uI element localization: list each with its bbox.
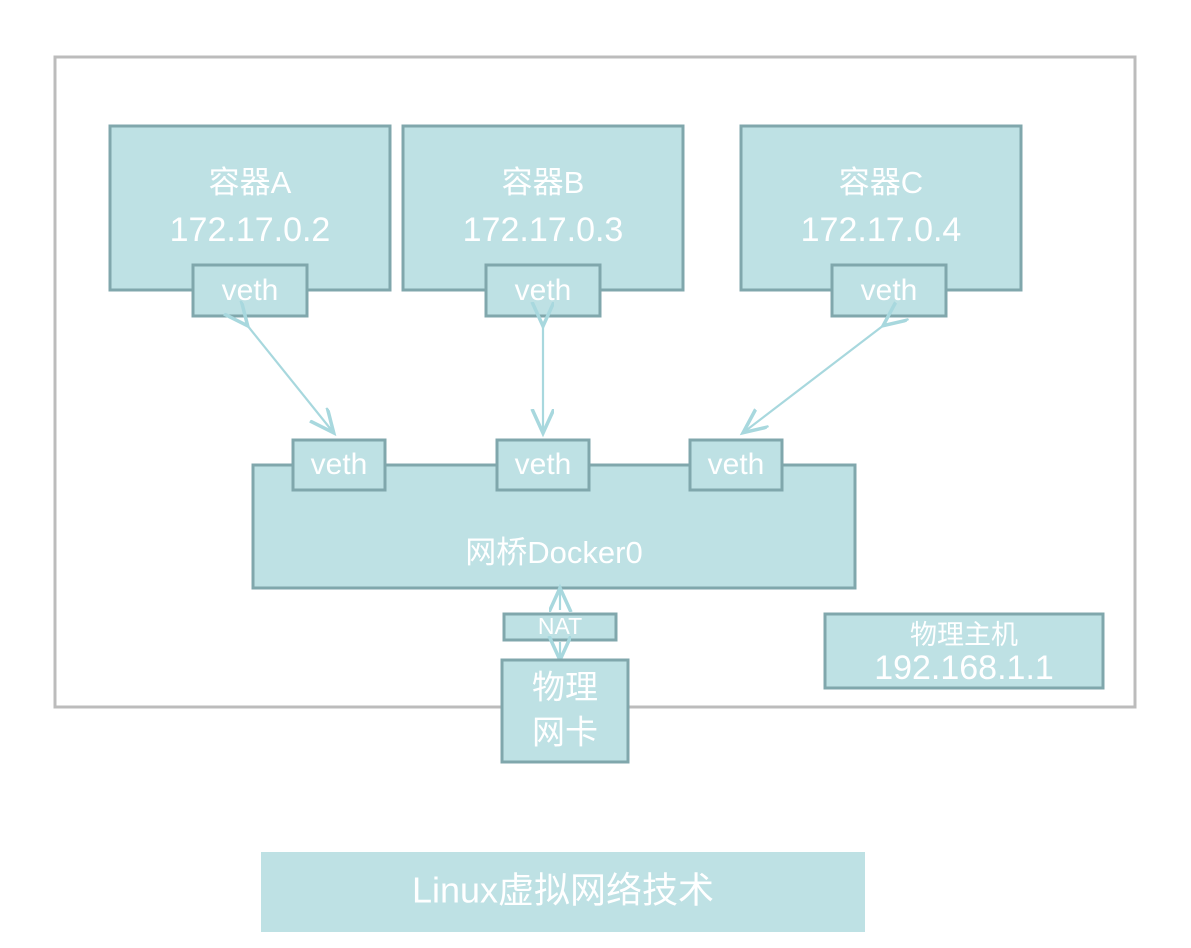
container-c-box[interactable] xyxy=(739,124,1023,292)
container-c-ip: 172.17.0.4 xyxy=(801,211,962,249)
physical-host-ip: 192.168.1.1 xyxy=(874,649,1054,687)
container-b-veth-label: veth xyxy=(515,274,572,307)
container-c-name: 容器C xyxy=(839,165,923,200)
container-a-ip: 172.17.0.2 xyxy=(170,211,331,249)
link-container-a-to-bridge xyxy=(247,325,333,432)
diagram-title-background xyxy=(261,852,865,932)
container-c[interactable]: 容器C 172.17.0.4 xyxy=(739,124,1023,292)
bridge-port-3-label: veth xyxy=(708,448,765,481)
diagram-title: Linux虚拟网络技术 xyxy=(412,870,714,911)
container-a-veth[interactable]: veth xyxy=(191,263,309,318)
physical-host[interactable]: 物理主机 192.168.1.1 xyxy=(823,612,1105,690)
bridge-port-1-box[interactable] xyxy=(291,438,387,492)
physical-nic-box[interactable] xyxy=(500,658,630,764)
link-container-c-to-bridge xyxy=(744,325,884,432)
container-b-veth[interactable]: veth xyxy=(484,263,602,318)
diagram-title-banner: Linux虚拟网络技术 xyxy=(261,852,865,932)
bridge-port-1-label: veth xyxy=(311,448,368,481)
nat-box[interactable] xyxy=(502,612,618,642)
physical-nic[interactable]: 物理 网卡 xyxy=(500,658,630,764)
container-a[interactable]: 容器A 172.17.0.2 xyxy=(108,124,392,292)
container-a-name: 容器A xyxy=(209,165,292,200)
bridge-port-1[interactable]: veth xyxy=(291,438,387,492)
physical-host-box[interactable] xyxy=(823,612,1105,690)
container-c-veth[interactable]: veth xyxy=(830,263,948,318)
bridge-port-3[interactable]: veth xyxy=(688,438,784,492)
bridge-port-2-box[interactable] xyxy=(495,438,591,492)
bridge-docker0-label: 网桥Docker0 xyxy=(465,535,642,570)
container-b[interactable]: 容器B 172.17.0.3 xyxy=(401,124,685,292)
container-a-veth-label: veth xyxy=(222,274,279,307)
nat-node[interactable]: NAT xyxy=(502,612,618,642)
bridge-port-2[interactable]: veth xyxy=(495,438,591,492)
container-b-name: 容器B xyxy=(502,165,585,200)
physical-nic-label-line1: 物理 xyxy=(532,669,598,706)
container-c-veth-label: veth xyxy=(861,274,918,307)
nat-label: NAT xyxy=(538,613,582,639)
bridge-port-3-box[interactable] xyxy=(688,438,784,492)
physical-host-name: 物理主机 xyxy=(910,620,1018,650)
bridge-port-2-label: veth xyxy=(515,448,572,481)
physical-nic-label-line2: 网卡 xyxy=(532,714,598,751)
container-b-ip: 172.17.0.3 xyxy=(463,211,624,249)
